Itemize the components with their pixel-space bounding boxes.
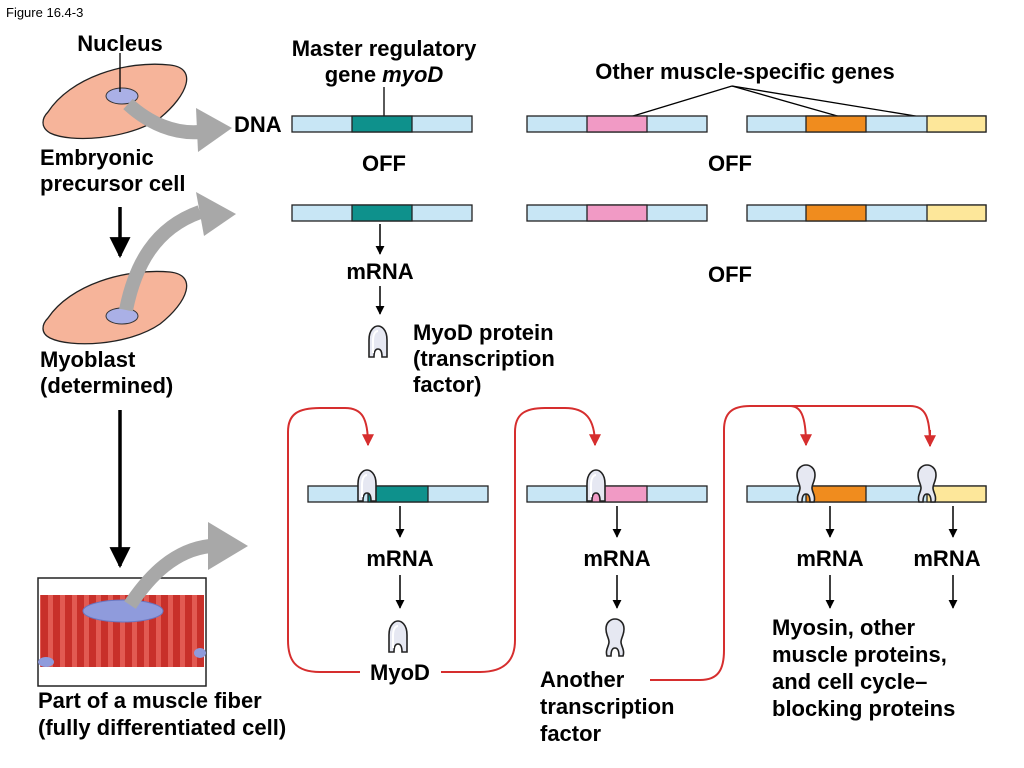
red-loop	[287, 405, 936, 681]
myod-protein-label-line1: MyoD protein	[413, 320, 554, 345]
fiber-label-line2: (fully differentiated cell)	[38, 715, 286, 740]
another-tf-label-line3: factor	[540, 721, 602, 746]
myosin-label-line3: and cell cycle–	[772, 669, 927, 694]
myoblast-label-line1: Myoblast	[40, 347, 136, 372]
gray-arrow-1	[123, 98, 201, 140]
mrna-label-bottom-4: mRNA	[913, 546, 980, 571]
myod-product-icon	[388, 620, 408, 653]
off-label-others: OFF	[708, 151, 752, 176]
muscle-nucleus	[82, 599, 164, 623]
embryonic-label-line1: Embryonic	[40, 145, 154, 170]
myod-protein-label-line2: (transcription	[413, 346, 555, 371]
gray-arrow-3	[124, 539, 212, 609]
another-tf-label-line2: transcription	[540, 694, 674, 719]
another-tf-label-line1: Another	[540, 667, 625, 692]
mrna-label-bottom-2: mRNA	[583, 546, 650, 571]
bottom-arrows	[395, 506, 958, 609]
dna-strand-row1	[291, 115, 987, 133]
figure-label: Figure 16.4-3	[6, 5, 83, 20]
fiber-label-line1: Part of a muscle fiber	[38, 688, 262, 713]
myod-label-bottom: MyoD	[370, 660, 430, 685]
off-label-myod: OFF	[362, 151, 406, 176]
gray-arrow-2	[119, 205, 203, 312]
mrna-label-bottom-3: mRNA	[796, 546, 863, 571]
myoblast-cell	[42, 270, 188, 345]
embryonic-label-line2: precursor cell	[40, 171, 186, 196]
gray-arrow-3-head	[208, 522, 248, 570]
other-genes-label: Other muscle-specific genes	[595, 59, 895, 84]
tf-product-icon	[605, 618, 625, 657]
mrna-label-middle: mRNA	[346, 259, 413, 284]
dna-strand-row3	[307, 485, 987, 503]
muscle-fiber	[37, 577, 207, 687]
myoblast-nucleus	[105, 307, 139, 325]
master-gene-label-line2: gene myoD	[325, 62, 444, 87]
myod-protein-label-line3: factor)	[413, 372, 481, 397]
gray-arrow-2-head	[196, 192, 236, 236]
gray-arrow-1-head	[196, 108, 232, 152]
nucleus-label: Nucleus	[77, 31, 163, 56]
master-gene-label-line1: Master regulatory	[292, 36, 477, 61]
myoblast-label-line2: (determined)	[40, 373, 173, 398]
nucleus-ellipse	[105, 87, 139, 105]
dna-label: DNA	[234, 112, 282, 137]
myosin-label-line1: Myosin, other	[772, 615, 915, 640]
mrna-label-bottom-1: mRNA	[366, 546, 433, 571]
myosin-label-line2: muscle proteins,	[772, 642, 947, 667]
myosin-label-line4: blocking proteins	[772, 696, 955, 721]
myod-protein-icon	[368, 325, 388, 358]
dna-strand-row2	[291, 204, 987, 222]
off-label-middle: OFF	[708, 262, 752, 287]
